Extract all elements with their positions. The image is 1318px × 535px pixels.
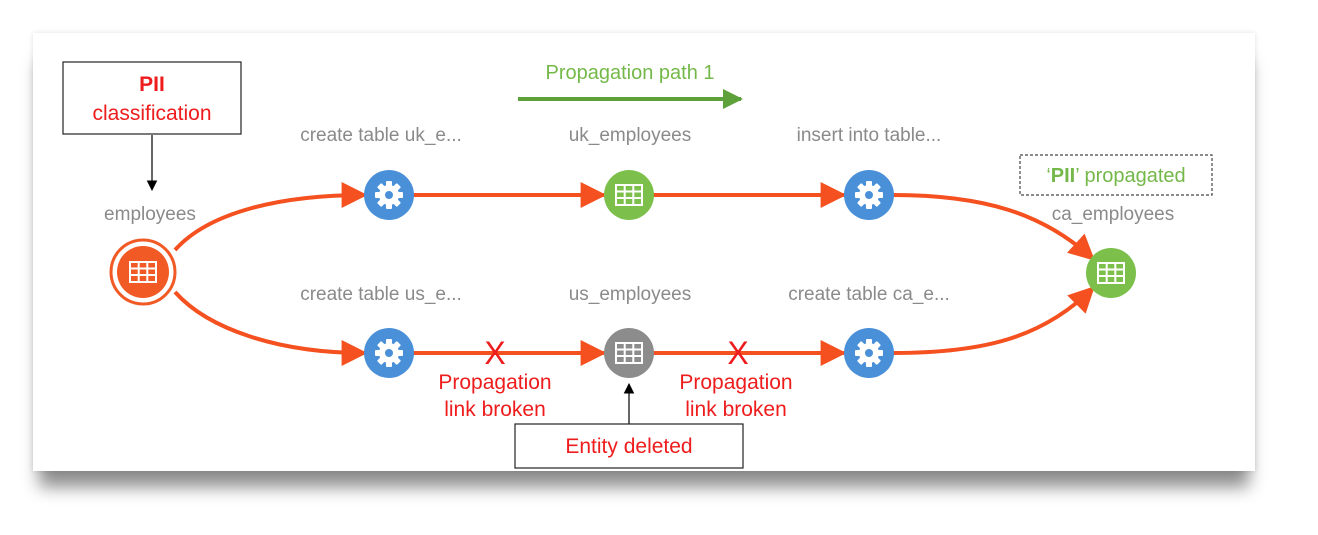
node-label-us-employees: us_employees bbox=[569, 284, 692, 305]
edge-create-ca-to-ca-employees bbox=[892, 286, 1095, 355]
node-label-employees: employees bbox=[104, 204, 196, 225]
node-label-create-ca: create table ca_e... bbox=[788, 284, 950, 305]
node-label-insert-into: insert into table... bbox=[797, 125, 942, 146]
node-us-employees[interactable] bbox=[604, 328, 654, 378]
node-ca-employees[interactable] bbox=[1086, 248, 1136, 298]
gear-icon bbox=[375, 339, 403, 367]
node-create-ca[interactable] bbox=[844, 328, 894, 378]
pii-box-title: PII bbox=[139, 73, 165, 96]
table-icon bbox=[615, 184, 643, 206]
broken-link-2-line2: link broken bbox=[685, 398, 787, 421]
edge-employees-to-create-uk bbox=[173, 182, 368, 252]
edge-insert-to-ca-employees bbox=[892, 193, 1095, 261]
edge-employees-to-create-us bbox=[173, 290, 368, 366]
node-create-uk[interactable] bbox=[364, 170, 414, 220]
table-icon bbox=[129, 261, 157, 283]
node-label-uk-employees: uk_employees bbox=[569, 125, 692, 146]
gear-icon bbox=[375, 181, 403, 209]
node-employees[interactable] bbox=[109, 238, 177, 306]
table-icon bbox=[615, 342, 643, 364]
broken-link-1-line2: link broken bbox=[444, 398, 546, 421]
gear-icon bbox=[855, 339, 883, 367]
broken-link-marker-1: X bbox=[484, 335, 505, 371]
table-icon bbox=[1097, 262, 1125, 284]
node-create-us[interactable] bbox=[364, 328, 414, 378]
pii-classification-box: PII classification bbox=[62, 61, 242, 135]
entity-deleted-text: Entity deleted bbox=[565, 435, 692, 458]
broken-link-1-line1: Propagation bbox=[438, 371, 551, 394]
node-insert-into[interactable] bbox=[844, 170, 894, 220]
broken-link-2-line1: Propagation bbox=[679, 371, 792, 394]
node-label-create-uk: create table uk_e... bbox=[300, 125, 462, 146]
pii-propagated-text: ‘PII’ propagated bbox=[1046, 165, 1185, 187]
gear-icon bbox=[855, 181, 883, 209]
propagation-path-label: Propagation path 1 bbox=[545, 62, 714, 84]
lineage-diagram: PII classification Propagation path 1 ‘P… bbox=[62, 61, 1213, 469]
pii-box-subtitle: classification bbox=[92, 102, 211, 125]
broken-link-marker-2: X bbox=[727, 335, 748, 371]
node-uk-employees[interactable] bbox=[604, 170, 654, 220]
pii-propagated-box: ‘PII’ propagated bbox=[1019, 154, 1213, 196]
node-label-create-us: create table us_e... bbox=[300, 284, 462, 305]
lineage-canvas: PII classification Propagation path 1 ‘P… bbox=[33, 33, 1255, 471]
node-label-ca-employees: ca_employees bbox=[1052, 204, 1175, 225]
entity-deleted-box: Entity deleted bbox=[514, 423, 744, 469]
